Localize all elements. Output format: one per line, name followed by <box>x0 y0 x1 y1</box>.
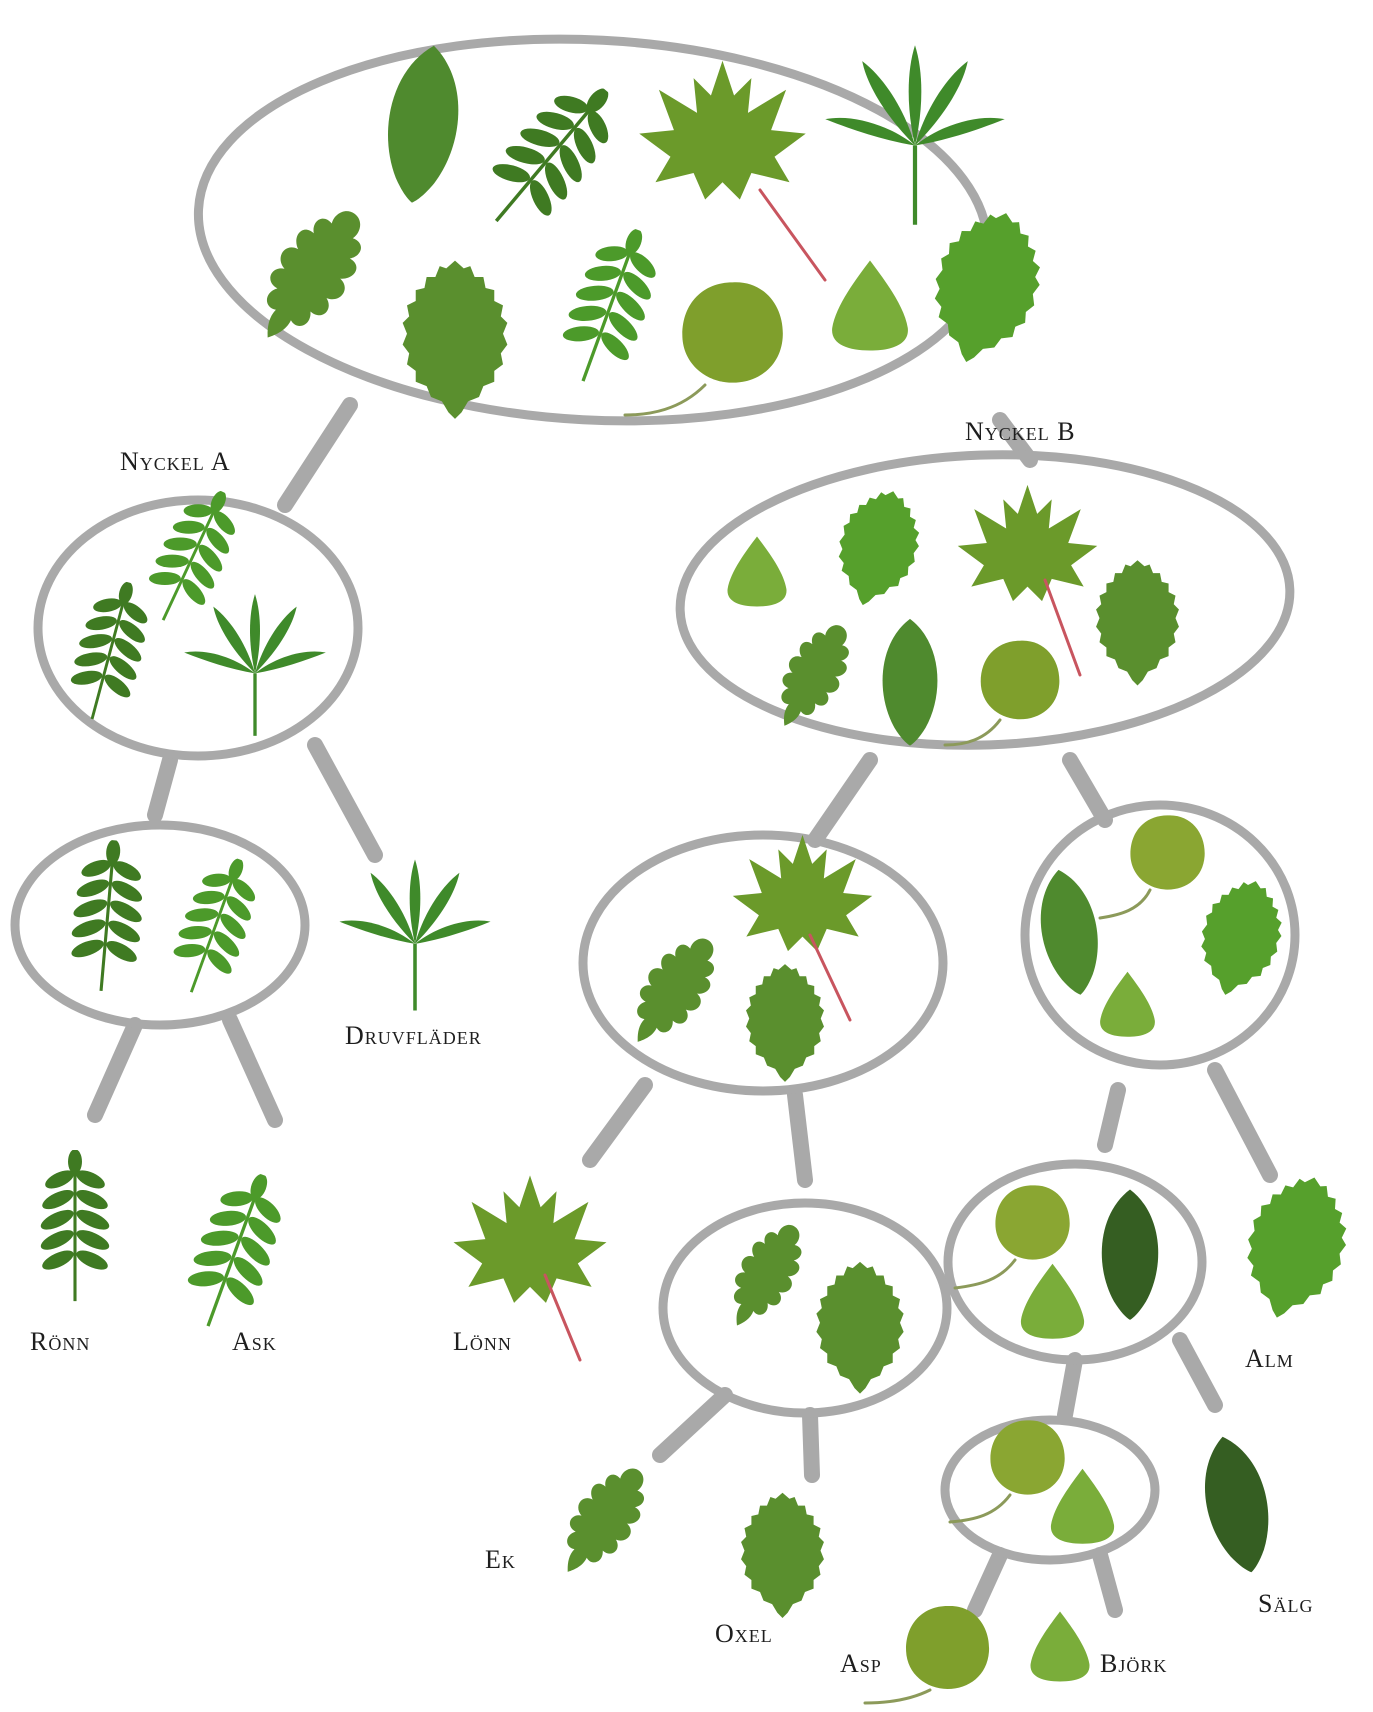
branch-aspbjork-to-asp <box>975 1555 1000 1610</box>
ronn-leaf-icon <box>38 1149 112 1301</box>
branch-b-to-right <box>1070 760 1105 820</box>
maple-stem-icon <box>760 190 825 280</box>
oak-leaf-icon <box>613 923 733 1059</box>
bjork-leaf-icon <box>832 261 908 351</box>
group-key-a <box>38 500 358 756</box>
branch-aspbjork-to-bjork <box>1100 1555 1115 1610</box>
group-ek-oxel <box>663 1203 947 1413</box>
branch-mid-to-salg <box>1180 1340 1215 1405</box>
label-ek: Ek <box>485 1545 516 1574</box>
branch-pinnate-to-ronn <box>95 1025 135 1115</box>
branch-a-to-druvflader <box>315 745 375 855</box>
branch-right-to-alm <box>1215 1070 1270 1175</box>
top-group-leaves <box>238 41 1056 419</box>
branch-ekoxel-to-ek <box>660 1395 725 1455</box>
alm-leaf-icon <box>1188 871 1294 1005</box>
salg-leaf-icon <box>1031 865 1107 999</box>
oak-leaf-icon <box>713 1212 818 1339</box>
branch-left-to-lonn <box>590 1085 645 1160</box>
ronn-leaf-icon <box>64 836 151 994</box>
lonn-leaf-icon <box>454 1175 607 1303</box>
ek-oxel-leaves <box>713 1212 904 1393</box>
pinnate-group-leaves <box>64 836 272 1004</box>
asp-bjork-salg-leaves <box>955 1185 1158 1338</box>
ek-leaf-icon <box>543 1453 663 1589</box>
lonn-stem-icon <box>545 1275 580 1360</box>
branch-a-to-pinnate <box>155 760 170 815</box>
asp-leaf-icon <box>682 282 783 382</box>
group-ovals <box>15 20 1295 1560</box>
asp-leaf-icon <box>990 1420 1064 1494</box>
asp-stem-icon <box>625 385 705 415</box>
group-pinnate <box>15 825 305 1025</box>
asp-leaf-icon <box>995 1185 1069 1259</box>
druvflader-leaf-icon <box>339 859 490 1010</box>
alm-leaf-icon <box>917 200 1055 375</box>
bjork-leaf-icon <box>1021 1264 1084 1339</box>
label-ronn: Rönn <box>30 1327 90 1356</box>
key-b-leaves <box>727 481 1178 745</box>
asp-stem-icon <box>865 1690 930 1703</box>
alm-leaf-icon <box>825 481 931 615</box>
salg-leaf-icon <box>883 619 938 746</box>
branch-pinnate-to-ask <box>230 1020 275 1120</box>
branch-ekoxel-to-oxel <box>810 1415 812 1475</box>
label-alm: Alm <box>1245 1344 1294 1373</box>
bjork-leaf-icon <box>727 537 786 607</box>
label-bjork: Björk <box>1100 1649 1167 1678</box>
branch-mid-to-aspbjork <box>1065 1360 1075 1415</box>
ask-leaf-icon <box>159 847 273 1004</box>
salg-leaf-icon <box>1193 1430 1280 1578</box>
label-asp: Asp <box>840 1649 882 1678</box>
salg-leaf-icon <box>378 41 468 207</box>
asp-stem-icon <box>1100 890 1150 918</box>
branch-b-to-left <box>815 760 870 840</box>
oxel-leaf-icon <box>741 1493 824 1618</box>
asp-leaf-icon <box>981 641 1060 720</box>
oak-leaf-icon <box>238 193 385 359</box>
label-oxel: Oxel <box>715 1619 773 1648</box>
bjork-leaf-icon <box>1100 972 1155 1037</box>
label-salg: Sälg <box>1258 1589 1313 1618</box>
asp-leaf-icon <box>1130 815 1204 889</box>
ask-leaf-icon <box>171 1161 300 1340</box>
whitebeam-leaf-icon <box>816 1262 903 1394</box>
whitebeam-leaf-icon <box>1096 560 1179 685</box>
ronn-leaf-icon <box>464 63 638 248</box>
lonn-ek-oxel-leaves <box>613 835 872 1082</box>
label-lonn: Lönn <box>453 1327 512 1356</box>
asp-stem-icon <box>955 1260 1015 1288</box>
key-a-leaves <box>59 477 326 736</box>
branch-root-to-a <box>285 405 350 505</box>
branch-right-to-mid <box>1105 1090 1118 1145</box>
ask-leaf-icon <box>546 216 675 395</box>
maple-leaf-icon <box>958 485 1098 601</box>
maple-leaf-icon <box>639 61 806 200</box>
asp-leaf-icon <box>906 1606 989 1689</box>
alm-leaf-icon <box>1231 1165 1361 1330</box>
druvflader-leaf-icon <box>184 594 326 736</box>
asp-bjork-alm-salg-leaves <box>1031 815 1293 1036</box>
label-nyckel-b: Nyckel B <box>965 417 1076 446</box>
salg-leaf-icon <box>1102 1190 1158 1320</box>
label-nyckel-a: Nyckel A <box>120 447 231 476</box>
label-druvflader: Druvfläder <box>345 1021 482 1050</box>
branch-left-to-ekoxel <box>795 1095 805 1180</box>
label-ask: Ask <box>232 1327 277 1356</box>
bjork-leaf-icon <box>1030 1612 1089 1682</box>
whitebeam-leaf-icon <box>746 964 824 1082</box>
bjork-leaf-icon <box>1051 1469 1114 1544</box>
